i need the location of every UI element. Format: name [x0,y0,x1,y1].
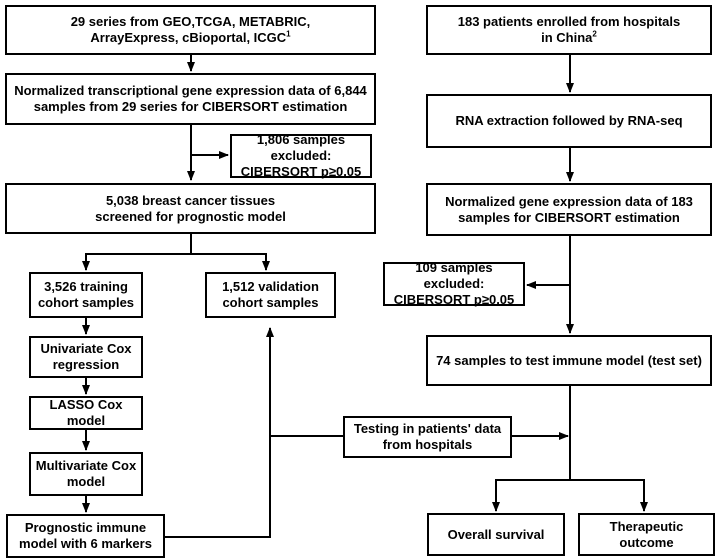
excluded-109-text: 109 samples excluded: CIBERSORT p≥0.05 [393,260,515,307]
tissues-5038-box: 5,038 breast cancer tissues screened for… [5,183,376,234]
sources-text: 29 series from GEO,TCGA, METABRIC, Array… [70,14,311,45]
overall-survival-text: Overall survival [447,526,545,542]
rna-box: RNA extraction followed by RNA-seq [426,94,712,148]
therapeutic-outcome-box: Therapeutic outcome [578,513,715,556]
excluded-109-box: 109 samples excluded: CIBERSORT p≥0.05 [383,260,525,307]
enrolled-footnote-mark: 2 [592,29,597,39]
normalized-183-text: Normalized gene expression data of 183 s… [445,193,693,225]
arrow-to-therapeutic [570,479,648,512]
lasso-text: LASSO Cox model [49,397,123,428]
training-text: 3,526 training cohort samples [37,279,135,310]
excluded-1806-text: 1,806 samples excluded: CIBERSORT p≥0.05 [240,132,362,179]
sources-box: 29 series from GEO,TCGA, METABRIC, Array… [5,5,376,55]
arrow-to-overall [492,479,570,512]
normalized-183-box: Normalized gene expression data of 183 s… [426,183,712,236]
arrow-prognostic-to-validation [165,327,274,538]
tissues-5038-text: 5,038 breast cancer tissues screened for… [95,192,286,224]
test-74-text: 74 samples to test immune model (test se… [436,352,702,368]
normalized-6844-box: Normalized transcriptional gene expressi… [5,73,376,125]
testing-hospitals-box: Testing in patients' data from hospitals [343,416,512,458]
arrow-tissues-to-validation [191,253,270,271]
validation-box: 1,512 validation cohort samples [205,272,336,318]
sources-footnote-mark: 1 [286,29,291,39]
lasso-box: LASSO Cox model [29,396,143,430]
enrolled-text: 183 patients enrolled from hospitals in … [457,14,681,45]
normalized-6844-text: Normalized transcriptional gene expressi… [14,83,367,114]
prognostic-text: Prognostic immune model with 6 markers [19,520,152,551]
multivariate-text: Multivariate Cox model [35,458,137,489]
multivariate-box: Multivariate Cox model [29,452,143,496]
testing-hospitals-text: Testing in patients' data from hospitals [353,421,502,452]
arrow-tissues-to-training [82,234,192,271]
validation-text: 1,512 validation cohort samples [222,279,319,310]
rna-text: RNA extraction followed by RNA-seq [455,113,683,128]
univariate-text: Univariate Cox regression [40,341,132,372]
therapeutic-outcome-text: Therapeutic outcome [609,518,684,550]
prognostic-box: Prognostic immune model with 6 markers [6,514,165,558]
enrolled-box: 183 patients enrolled from hospitals in … [426,5,712,55]
excluded-1806-box: 1,806 samples excluded: CIBERSORT p≥0.05 [230,132,372,179]
univariate-box: Univariate Cox regression [29,336,143,378]
training-box: 3,526 training cohort samples [29,272,143,318]
overall-survival-box: Overall survival [427,513,565,556]
test-74-box: 74 samples to test immune model (test se… [426,335,712,386]
